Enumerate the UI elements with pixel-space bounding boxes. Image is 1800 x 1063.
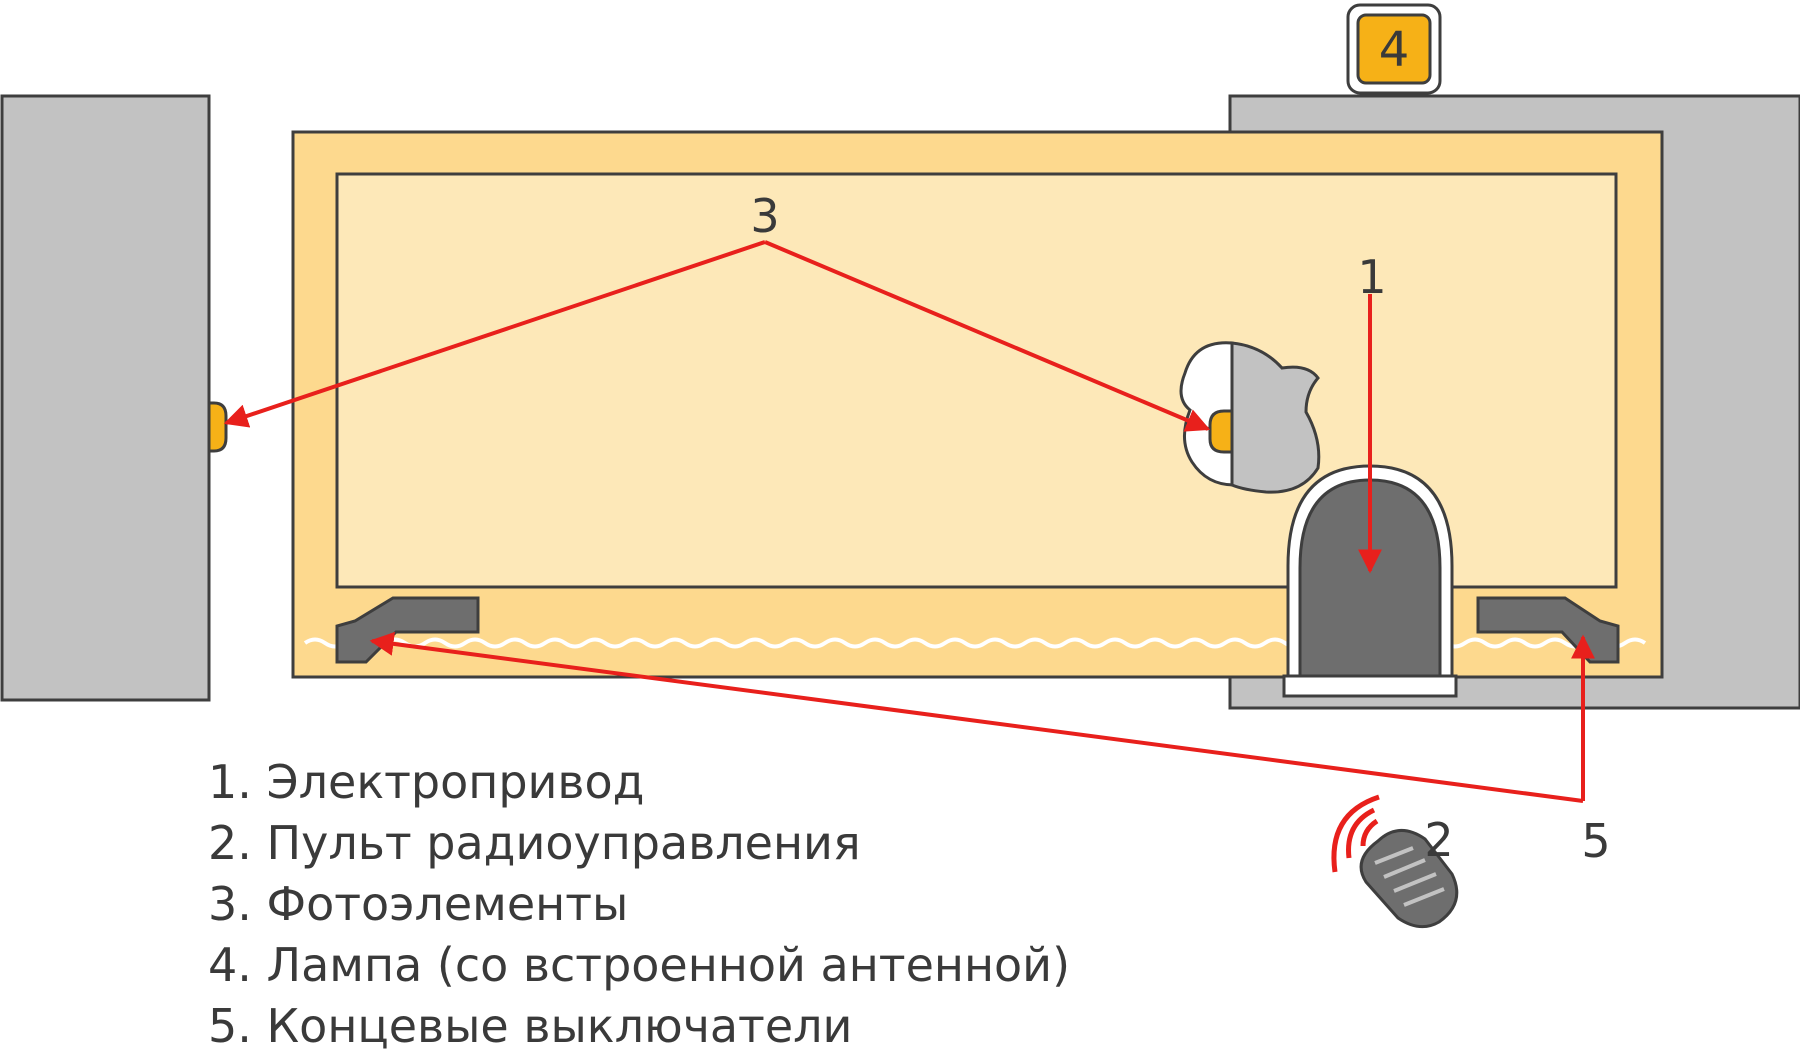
right-photocell <box>1179 341 1321 494</box>
callout-2: 2 <box>1424 813 1453 867</box>
legend-item-lamp: 4. Лампа (со встроенной антенной) <box>208 938 1071 992</box>
arrow-3-left <box>223 240 766 428</box>
callout-1: 1 <box>1357 250 1386 304</box>
remote-control-icon <box>1359 829 1459 929</box>
radio-waves-icon <box>1331 794 1380 873</box>
left-photocell <box>207 401 228 453</box>
callout-3: 3 <box>750 189 779 243</box>
callout-4: 4 <box>1379 22 1410 78</box>
legend-item-remote: 2. Пульт радиоуправления <box>208 816 861 870</box>
callout-arrows <box>223 240 1595 803</box>
legend-item-photocells: 3. Фотоэлементы <box>208 877 629 931</box>
left-gate-post <box>0 94 211 702</box>
callout-5: 5 <box>1581 814 1610 868</box>
signal-lamp-icon: 4 <box>1346 3 1442 95</box>
legend-item-limit-switches: 5. Концевые выключатели <box>208 999 853 1053</box>
legend-item-drive: 1. Электропривод <box>208 755 645 809</box>
arrow-3-right <box>764 240 1211 432</box>
electric-drive <box>1282 464 1458 698</box>
arrow-5-left <box>369 631 1584 803</box>
legend: 1. Электропривод 2. Пульт радиоуправлени… <box>208 752 1070 1057</box>
